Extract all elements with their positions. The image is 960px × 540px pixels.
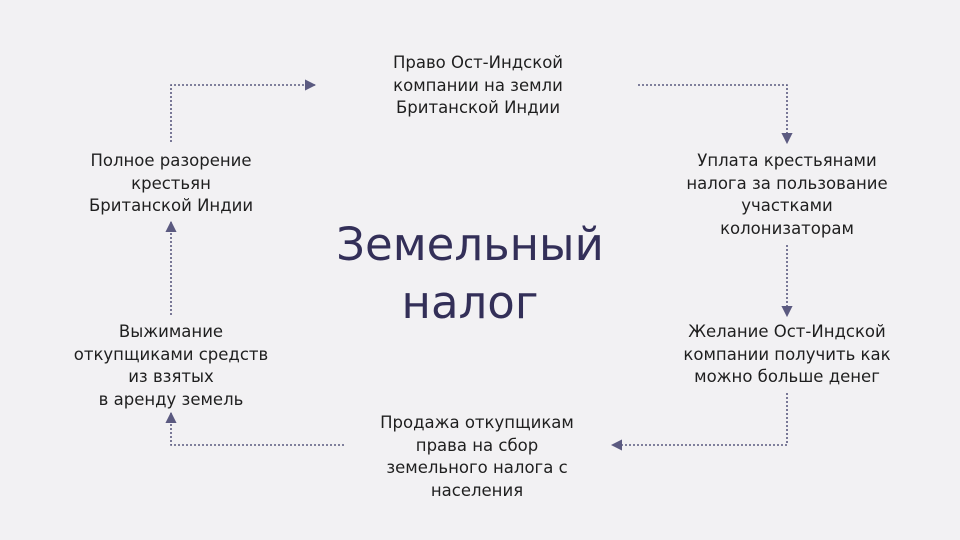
center-title: Земельный налог <box>336 218 604 329</box>
arrow-top-to-right-top <box>638 84 793 145</box>
node-peasant-tax-payment: Уплата крестьянами налога за пользование… <box>686 151 888 238</box>
node-east-india-land-rights: Право Ост-Индской компании на земли Брит… <box>392 53 564 117</box>
arrow-left-top-to-top <box>170 79 317 142</box>
arrow-right-bottom-to-bottom <box>610 393 788 451</box>
node-peasant-ruin: Полное разорение крестьян Британской Инд… <box>88 151 254 215</box>
arrow-bottom-to-left-bottom <box>165 411 344 446</box>
node-tax-farmer-extraction: Выжимание откупщиками средств из взятых … <box>73 322 269 409</box>
node-tax-farming-sale: Продажа откупщикам права на сбор земельн… <box>380 413 574 500</box>
node-company-profit-desire: Желание Ост-Индской компании получить ка… <box>683 322 891 386</box>
